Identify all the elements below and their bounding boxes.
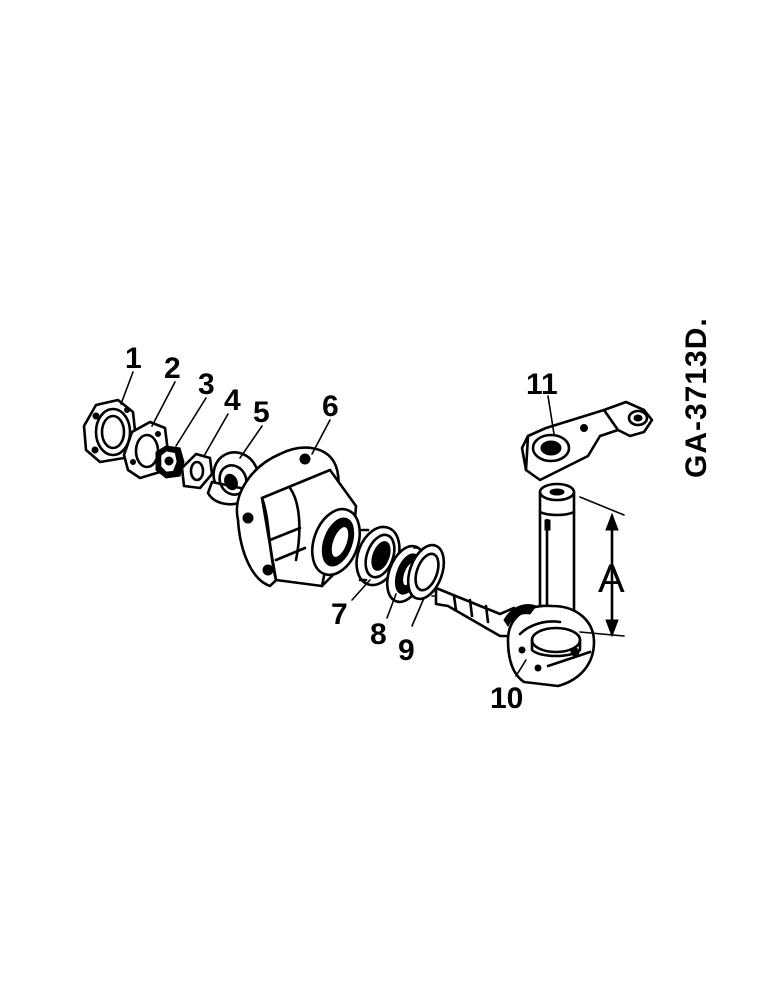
callout-10: 10 — [490, 682, 523, 715]
dimension-label-a: A — [598, 557, 625, 601]
callout-labels: 1 2 3 4 5 6 7 8 9 10 11 — [125, 342, 558, 715]
callout-9: 9 — [398, 634, 415, 667]
callout-2: 2 — [164, 352, 181, 385]
leader-lines — [120, 371, 555, 677]
callout-1: 1 — [125, 342, 142, 375]
callout-8: 8 — [370, 618, 387, 651]
steering-arm-icon — [520, 400, 654, 482]
figure-code: GA-3713D. — [680, 317, 713, 478]
callout-5: 5 — [253, 396, 270, 429]
callout-4: 4 — [224, 384, 241, 417]
wheel-hub-icon — [235, 446, 362, 588]
hub-cap-icon — [82, 398, 138, 464]
dimension-a-indicator — [579, 496, 625, 638]
callout-11: 11 — [526, 368, 558, 401]
washer-icon — [180, 452, 214, 490]
callout-3: 3 — [198, 368, 215, 401]
seal-icon — [406, 543, 446, 601]
callout-6: 6 — [322, 390, 339, 423]
steering-knuckle-icon — [434, 482, 596, 688]
callout-7: 7 — [331, 598, 348, 631]
castle-nut-icon — [155, 445, 185, 479]
